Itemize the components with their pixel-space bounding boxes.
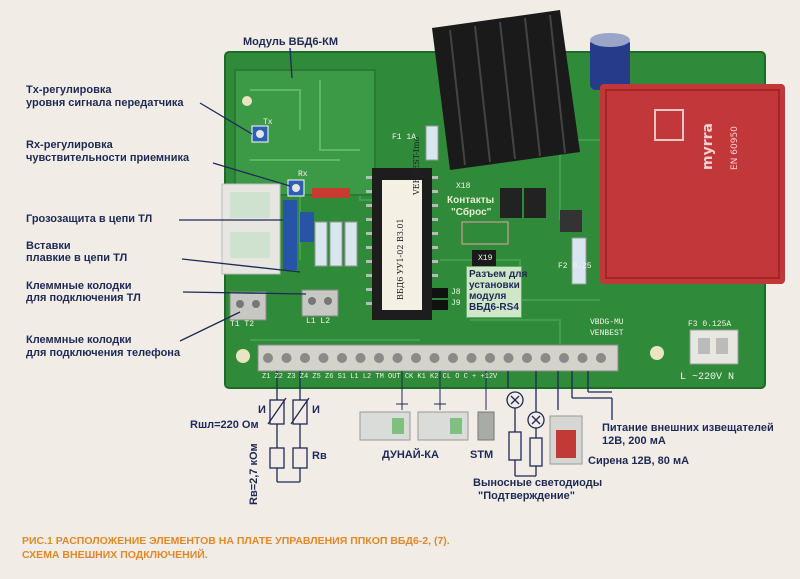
terminal-screw (337, 353, 347, 363)
tx-label-line2: уровня сигнала передатчика (26, 97, 184, 109)
regulators (500, 188, 582, 232)
tx-trimmer (251, 125, 269, 143)
external-leds (506, 371, 545, 477)
terminal-screw (503, 353, 514, 363)
main-terminal-strip (257, 344, 619, 372)
terminal-screw (577, 353, 588, 363)
l-terminals-silk: L1 L2 (306, 317, 331, 326)
terminal-l1-l2 (301, 289, 339, 317)
reset-label-line2: "Сброс" (451, 207, 492, 218)
rv-value-label: Rв=2,7 кОм (248, 443, 260, 505)
dunai-label: ДУНАЙ-КА (382, 449, 439, 461)
phone-terminals-label-line2: для подключения телефона (26, 347, 181, 359)
tl-terminals-label-line2: для подключения ТЛ (26, 292, 141, 304)
phone-terminals-label-line1: Клеммные колодки (26, 334, 132, 346)
rs4-label-box (466, 266, 522, 318)
terminal-screw (281, 353, 292, 363)
module-vbd6-km (234, 69, 376, 196)
terminal-screw (596, 353, 606, 363)
terminal-screw (559, 353, 569, 363)
t-terminals-silk: T1 T2 (230, 320, 255, 329)
heatsink (432, 10, 580, 170)
microcontroller (366, 168, 438, 320)
tl-terminals-label-line1: Клеммные колодки (26, 280, 132, 292)
chip-marking-line2: ВБД6 УУ1-02 ВЗ.01 (396, 218, 405, 300)
terminal-screw (429, 353, 440, 363)
rv-label: Rв (312, 450, 327, 462)
leds-label-line1: Выносные светодиоды (473, 477, 603, 489)
f1-silk: F1 1A (392, 133, 417, 142)
terminal-t1-t2 (229, 291, 267, 321)
figure-caption-line2: СХЕМА ВНЕШНИХ ПОДКЛЮЧЕНИЙ. (22, 549, 208, 561)
siren-wiring (557, 371, 613, 420)
rx-label-line2: чувствительности приемника (26, 152, 190, 164)
terminal-strip-labels: Z1 Z2 Z3 Z4 Z5 Z6 S1 L1 L2 TM OUT CK K1 … (262, 373, 498, 381)
j9-silk: J9 (451, 299, 461, 308)
siren-label: Сирена 12В, 80 мА (588, 455, 690, 467)
f3-silk: F3 0.125A (688, 320, 732, 329)
j8-silk: J8 (451, 288, 461, 297)
transformer-brand: myrra (700, 123, 716, 170)
terminal-screw (448, 353, 458, 363)
terminal-power (689, 329, 739, 365)
figure-caption-line1: РИС.1 РАСПОЛОЖЕНИЕ ЭЛЕМЕНТОВ НА ПЛАТЕ УП… (22, 535, 450, 547)
terminal-screw (485, 353, 495, 363)
terminal-screw (300, 353, 310, 363)
rs4-connector (461, 221, 509, 266)
vbdg-mu-silk: VBDG-MU (590, 318, 624, 327)
dunai-modules (359, 371, 469, 441)
venbest-silk: VENBEST (590, 329, 624, 338)
tx-silk: Tx (263, 118, 273, 127)
terminal-screw (318, 353, 329, 363)
stm-label: STM (470, 449, 494, 461)
jumpers-j8-j9 (432, 288, 448, 310)
transformer (600, 84, 785, 284)
terminal-screw (540, 353, 551, 363)
stm-module (477, 371, 495, 441)
rs4-label-line2: установки (469, 280, 520, 291)
terminal-screw (374, 353, 384, 363)
terminal-screw (263, 353, 273, 363)
rs4-label-line1: Разъем для (469, 269, 528, 280)
i-right-label: И (312, 404, 320, 416)
leader-lines (179, 47, 307, 342)
terminal-screw (466, 353, 477, 363)
terminal-screw (355, 353, 366, 363)
chip-marking-line1: VEHBEST-Imo (412, 136, 421, 195)
loop-wiring (267, 371, 310, 483)
leds-label-line2: "Подтверждение" (478, 490, 576, 502)
power-label-line2: 12В, 200 мА (602, 435, 666, 447)
transformer-standard: EN 60950 (730, 126, 740, 170)
rx-label-line1: Rx-регулировка (26, 139, 113, 151)
power-label-line1: Питание внешних извещателей (602, 422, 774, 434)
fuse-label-line1: Вставки (26, 240, 71, 252)
terminal-screw (411, 353, 421, 363)
rx-silk: Rx (298, 170, 308, 179)
rs4-label-line4: ВБД6-RS4 (469, 302, 519, 313)
capacitor (590, 33, 630, 90)
reset-label-line1: Контакты (447, 195, 495, 206)
fuses-tl (314, 125, 587, 285)
voltage-silk: L ~220V N (680, 372, 735, 383)
mount-hole (236, 349, 250, 363)
rs4-label-line3: модуля (469, 291, 507, 302)
terminal-screw (522, 353, 532, 363)
rshl-label: Rшл=220 Ом (190, 419, 259, 431)
terminal-screw (392, 353, 403, 363)
storm-protection (283, 188, 350, 270)
rx-trimmer (287, 179, 305, 197)
line-connector (221, 183, 281, 275)
x18-silk: X18 (456, 182, 471, 191)
siren (549, 415, 583, 465)
module-label: Модуль ВБД6-КМ (243, 36, 338, 48)
f2-silk: F2 0.25 (558, 262, 592, 271)
tx-label-line1: Tx-регулировка (26, 84, 112, 96)
i-left-label: И (258, 404, 266, 416)
storm-label: Грозозащита в цепи ТЛ (26, 213, 153, 225)
x19-silk: X19 (478, 254, 493, 263)
mount-hole (650, 346, 664, 360)
fuse-label-line2: плавкие в цепи ТЛ (26, 252, 128, 264)
